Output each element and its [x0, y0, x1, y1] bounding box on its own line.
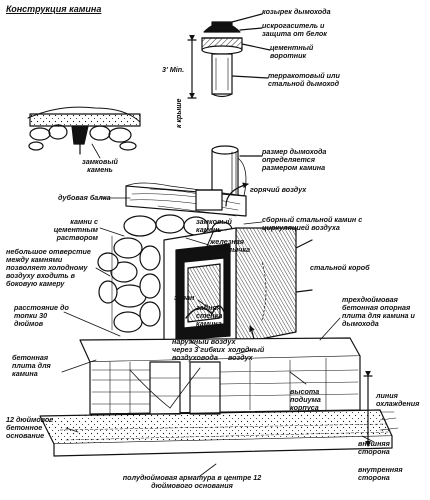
label-screen: экран — [174, 293, 195, 302]
chimney-cap-detail — [187, 13, 271, 99]
oak-beam — [125, 182, 247, 217]
chimney-pipe — [211, 145, 263, 197]
label-foundation: 12 дюймовое бетонное основание — [6, 415, 54, 440]
label-prefab-insert: сборный стальной камин с циркуляцией воз… — [262, 215, 363, 232]
label-terracotta-flue: терракотовый или стальной дымоход — [268, 71, 340, 88]
label-iron-lintel: железная перемычка — [210, 237, 251, 254]
label-outside-air: наружный воздух через 3 гибких воздухово… — [172, 337, 236, 362]
label-cooling-line: линия охлаждения — [376, 391, 420, 408]
label-stones-mortar: камни с цементным раствором — [53, 217, 98, 242]
label-keystone-mid: замковый камень — [196, 217, 232, 234]
label-cold-air: холодный воздух — [228, 345, 265, 362]
hearth-podium — [79, 337, 361, 415]
label-flue-size: размер дымохода определяется размером ка… — [262, 147, 327, 172]
label-spark-arrester: искрогаситель и защита от белок — [262, 21, 327, 38]
label-rear-wall: задняя стенка камина — [196, 303, 223, 328]
label-outer-side: внешняя сторона — [358, 439, 390, 456]
label-hot-air: горячий воздух — [250, 185, 307, 194]
label-steel-box: стальной короб — [310, 263, 370, 272]
keystone-arch-detail — [27, 106, 141, 155]
label-distance: расстояние до топки 30 дюймов — [14, 303, 69, 328]
label-rebar: полудюймовая арматура в центре 12 дюймов… — [122, 473, 262, 490]
leader-lines — [61, 143, 375, 477]
label-support-slab: трехдюймовая бетонная опорная плита для … — [342, 295, 415, 328]
firebox — [163, 182, 313, 357]
foundation — [39, 370, 399, 457]
diagram-title: Конструкция камина — [6, 4, 102, 14]
label-inner-side: внутренняя сторона — [358, 465, 403, 482]
label-keystone-top: замковый камень — [82, 157, 118, 174]
label-podium-height: высота подиума корпуса — [290, 387, 321, 412]
label-chimney-cap: козырек дымохода — [262, 7, 331, 16]
label-oak-beam: дубовая балка — [58, 193, 111, 202]
label-cement-collar: цементный воротник — [270, 43, 314, 60]
label-concrete-slab: бетонная плита для камина — [12, 353, 51, 378]
label-to-roof: к крыше — [176, 98, 183, 128]
label-gap-note: небольшое отверстие между камнями позвол… — [6, 247, 91, 288]
label-min-height: 3' Min. — [162, 65, 185, 74]
